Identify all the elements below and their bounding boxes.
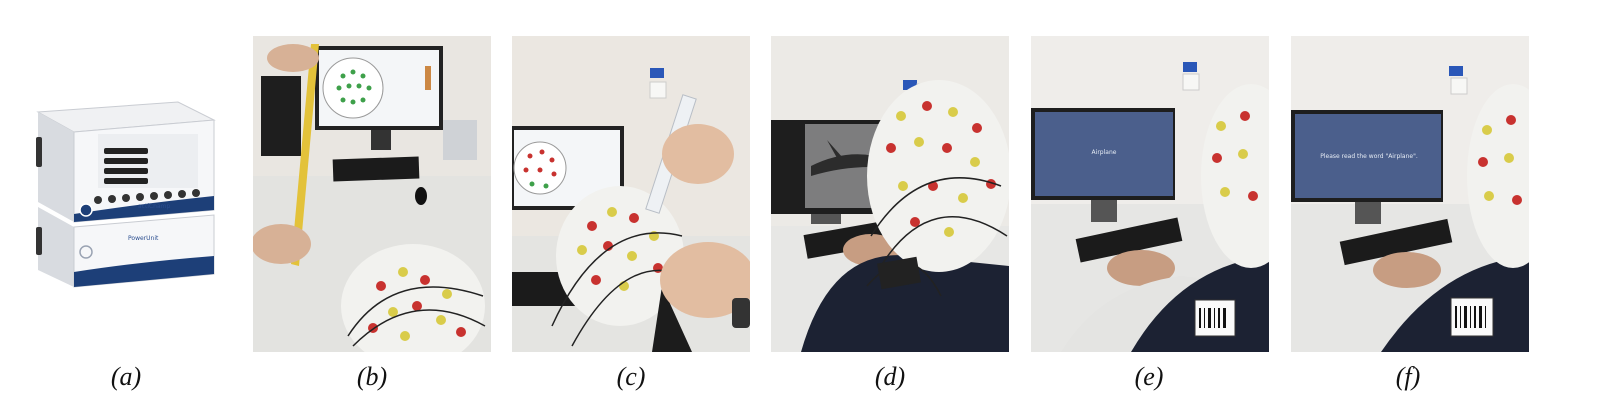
screen-prompt: Please read the word "Airplane". bbox=[1320, 153, 1418, 160]
caption-c: (c) bbox=[616, 362, 646, 391]
brand-label: actiChamp bbox=[138, 203, 171, 210]
panel-d-stimulus-airplane bbox=[771, 36, 1009, 352]
caption-b: (b) bbox=[356, 362, 388, 391]
panel-f-read-prompt: Please read the word "Airplane". bbox=[1291, 36, 1529, 352]
panel-a-amplifier: actiChamp PowerUnit bbox=[28, 92, 218, 302]
screen-word: Airplane bbox=[1092, 149, 1117, 156]
caption-a: (a) bbox=[110, 362, 142, 391]
panel-c-gel-application bbox=[512, 36, 750, 352]
caption-d: (d) bbox=[874, 362, 906, 391]
caption-e: (e) bbox=[1134, 362, 1164, 391]
panel-b-measurement bbox=[253, 36, 491, 352]
power-label: PowerUnit bbox=[128, 235, 159, 242]
caption-f: (f) bbox=[1395, 362, 1421, 391]
panel-e-word-display: Airplane bbox=[1031, 36, 1269, 352]
